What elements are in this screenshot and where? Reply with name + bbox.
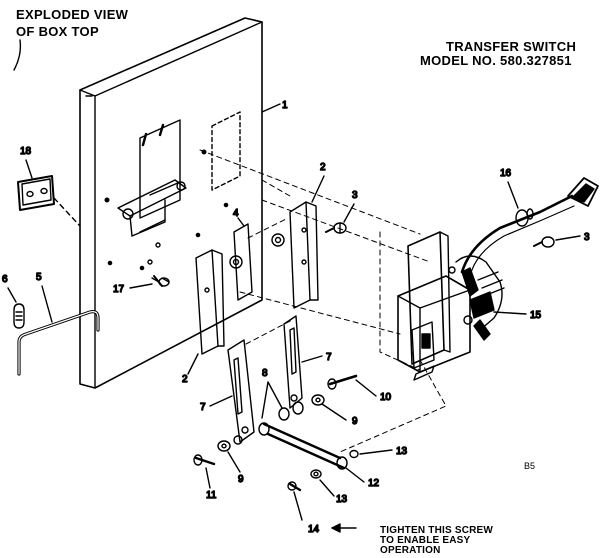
part-13-nut-left	[310, 469, 322, 479]
callout-4: 4	[233, 208, 239, 219]
callout-2-upper: 2	[320, 162, 326, 173]
callout-8: 8	[262, 368, 268, 379]
leader-1	[261, 103, 281, 113]
callout-2-lower: 2	[182, 374, 188, 385]
part-9-washer-right	[311, 394, 325, 406]
part-16-handle	[460, 177, 599, 277]
part-10-pin	[327, 374, 358, 390]
diagram-title-line1: EXPLODED VIEW	[16, 7, 129, 22]
part-7-lever-left	[227, 339, 255, 443]
callout-9-left: 9	[238, 474, 244, 485]
callout-13-left: 13	[336, 494, 348, 505]
part-11-screw	[193, 454, 216, 466]
callout-15: 15	[530, 310, 542, 321]
part-2-lower-bracket	[195, 249, 225, 355]
part-14-screw	[287, 481, 302, 492]
part-15-switch-assembly	[397, 231, 505, 381]
part-3-screw-right	[533, 236, 555, 248]
callout-9-right: 9	[352, 416, 358, 427]
callout-1: 1	[282, 100, 288, 111]
callout-3-upper: 3	[352, 190, 358, 201]
title-swash	[13, 39, 22, 71]
callout-7-right: 7	[326, 352, 332, 363]
box-top-panel	[79, 17, 263, 389]
note-line2: TO ENABLE EASY	[380, 535, 471, 546]
part-3-screw-upper	[325, 222, 347, 234]
part-7-lever-right	[283, 315, 303, 409]
note-tighten-screw: TIGHTEN THIS SCREW TO ENABLE EASY OPERAT…	[380, 526, 540, 556]
part-9-washer-left	[217, 435, 243, 452]
callout-13-right: 13	[396, 446, 408, 457]
callout-6: 6	[2, 274, 8, 285]
part-6-spring	[13, 303, 25, 329]
part-17-screw	[151, 275, 170, 287]
callout-14: 14	[308, 524, 320, 535]
callout-5: 5	[36, 272, 42, 283]
diagram-title-line2: OF BOX TOP	[16, 24, 99, 39]
callout-16: 16	[500, 168, 512, 179]
part-4-bracket	[229, 223, 285, 301]
callout-3-right: 3	[584, 232, 590, 243]
callout-12: 12	[368, 478, 380, 489]
callout-17: 17	[113, 284, 125, 295]
callout-18: 18	[20, 146, 32, 157]
callout-7-left: 7	[200, 402, 206, 413]
part-8-shaft	[258, 401, 348, 470]
switch-title: TRANSFER SWITCH	[446, 39, 577, 54]
part-5-rod	[17, 310, 100, 376]
callout-10: 10	[380, 392, 392, 403]
note-line1: TIGHTEN THIS SCREW	[380, 525, 494, 536]
page-code: B5	[524, 461, 536, 471]
callout-11: 11	[206, 490, 217, 501]
part-18-plate	[17, 175, 55, 211]
model-number: MODEL NO. 580.327851	[420, 53, 572, 68]
part-13-nut-right	[349, 449, 359, 459]
part-2-upper-bracket	[289, 201, 319, 309]
note-line3: OPERATION	[380, 545, 441, 556]
